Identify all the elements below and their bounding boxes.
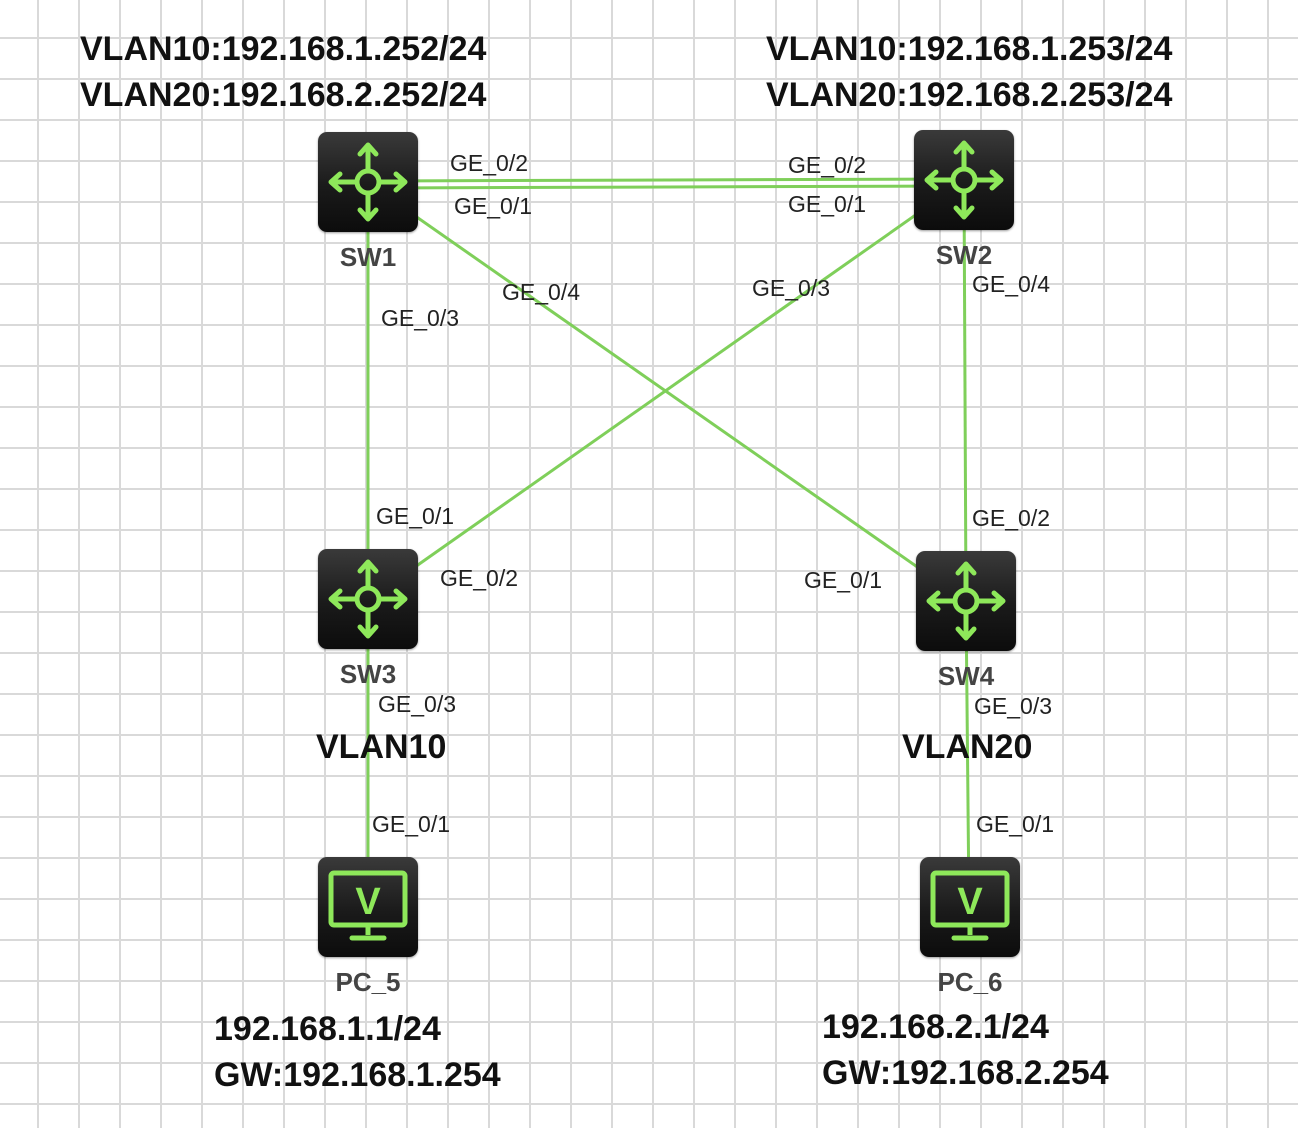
l3-switch-icon <box>926 561 1006 641</box>
l3-switch-icon <box>328 559 408 639</box>
vlan10-label: VLAN10 <box>316 728 447 766</box>
pc6-gateway: GW:192.168.2.254 <box>822 1054 1109 1092</box>
port-label-sw1-sw2-a: GE_0/2 <box>450 150 528 176</box>
pc5-device[interactable]: V <box>318 857 418 957</box>
port-label-sw3-sw1: GE_0/1 <box>376 503 454 529</box>
pc5-info: 192.168.1.1/24 GW:192.168.1.254 <box>214 1006 501 1098</box>
port-label-pc6-sw4: GE_0/1 <box>976 811 1054 837</box>
port-label-sw2-sw1-b: GE_0/1 <box>788 191 866 217</box>
link-sw1-sw2-ge02 <box>367 177 965 183</box>
sw1-name: SW1 <box>339 242 397 272</box>
sw3-device[interactable] <box>318 549 418 649</box>
sw1-ip-labels: VLAN10:192.168.1.252/24 VLAN20:192.168.2… <box>80 26 486 118</box>
sw2-ip-labels: VLAN10:192.168.1.253/24 VLAN20:192.168.2… <box>766 26 1172 118</box>
port-label-sw1-sw4: GE_0/4 <box>502 279 580 305</box>
vlan20-label: VLAN20 <box>902 728 1033 766</box>
l3-switch-icon <box>328 142 408 222</box>
link-sw1-sw4 <box>367 181 967 603</box>
pc6-device[interactable]: V <box>920 857 1020 957</box>
pc6-name: PC_6 <box>937 967 1003 997</box>
sw2-device[interactable] <box>914 130 1014 230</box>
sw2-vlan20-ip: VLAN20:192.168.2.253/24 <box>766 76 1173 114</box>
port-label-sw4-pc6: GE_0/3 <box>974 693 1052 719</box>
link-sw1-sw2-ge01 <box>367 184 965 190</box>
sw2-name: SW2 <box>935 240 993 270</box>
pc5-icon-letter: V <box>355 881 381 923</box>
port-label-sw2-sw3: GE_0/3 <box>752 275 830 301</box>
port-label-sw4-sw2: GE_0/2 <box>972 505 1050 531</box>
pc5-ip: 192.168.1.1/24 <box>214 1010 441 1048</box>
vpc-monitor-icon: V <box>328 870 408 941</box>
link-sw2-sw3 <box>367 179 965 602</box>
port-label-sw2-sw4: GE_0/4 <box>972 271 1050 297</box>
link-sw4-pc6 <box>964 600 971 907</box>
port-label-sw3-sw2: GE_0/2 <box>440 565 518 591</box>
port-label-pc5-sw3: GE_0/1 <box>372 811 450 837</box>
sw3-name: SW3 <box>339 659 397 689</box>
port-label-sw1-sw3: GE_0/3 <box>381 305 459 331</box>
pc6-ip: 192.168.2.1/24 <box>822 1008 1049 1046</box>
sw4-device[interactable] <box>916 551 1016 651</box>
pc5-gateway: GW:192.168.1.254 <box>214 1056 501 1094</box>
link-sw2-sw4 <box>962 180 968 602</box>
vpc-monitor-icon: V <box>930 870 1010 941</box>
pc6-info: 192.168.2.1/24 GW:192.168.2.254 <box>822 1004 1109 1096</box>
port-label-sw1-sw2-b: GE_0/1 <box>454 193 532 219</box>
pc6-icon-letter: V <box>957 881 983 923</box>
sw1-vlan10-ip: VLAN10:192.168.1.252/24 <box>80 30 487 68</box>
sw4-name: SW4 <box>937 661 995 691</box>
sw1-device[interactable] <box>318 132 418 232</box>
pc5-name: PC_5 <box>335 967 401 997</box>
port-label-sw2-sw1-a: GE_0/2 <box>788 152 866 178</box>
port-label-sw4-sw1: GE_0/1 <box>804 567 882 593</box>
sw1-vlan20-ip: VLAN20:192.168.2.252/24 <box>80 76 487 114</box>
l3-switch-icon <box>924 140 1004 220</box>
port-label-sw3-pc5: GE_0/3 <box>378 691 456 717</box>
sw2-vlan10-ip: VLAN10:192.168.1.253/24 <box>766 30 1173 68</box>
